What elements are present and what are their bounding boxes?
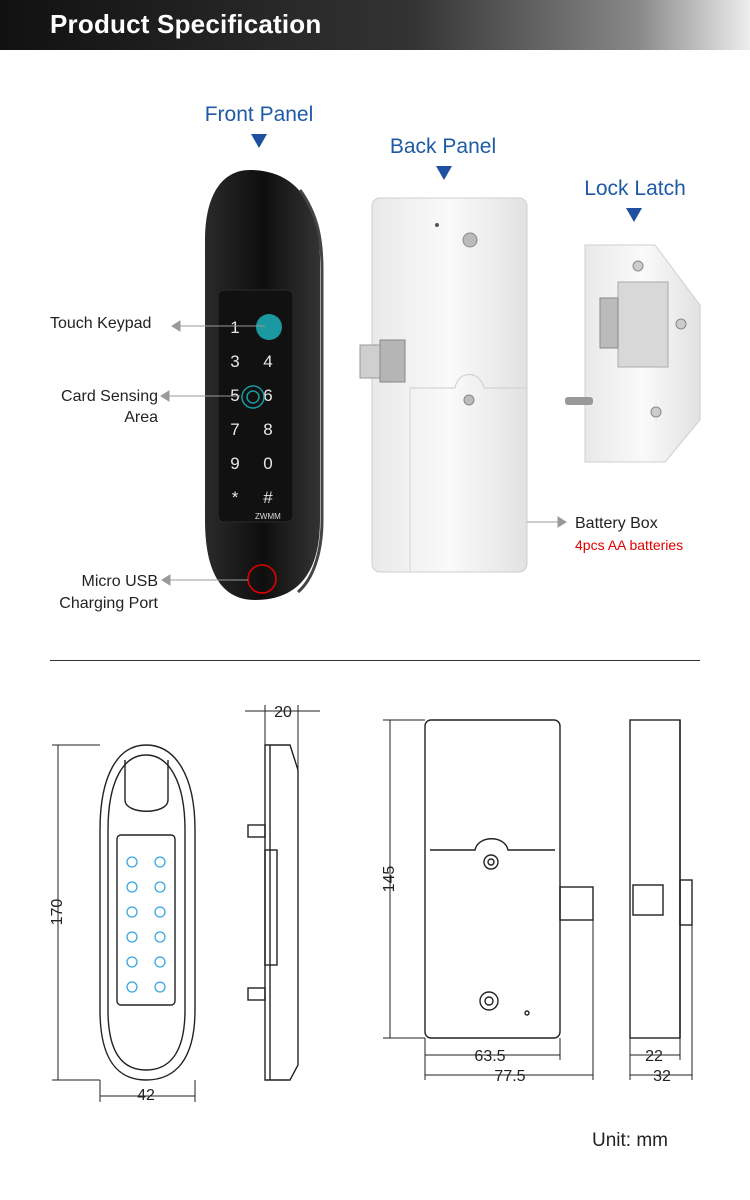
back-side-view-outline: [629, 719, 681, 1039]
keypad-dot: [154, 956, 166, 968]
page-title: Product Specification: [50, 9, 322, 39]
keypad-dot: [126, 956, 138, 968]
keypad-dot: [154, 931, 166, 943]
keypad-key-7: 7: [230, 420, 239, 439]
touch-keypad-callout: Touch Keypad: [50, 315, 152, 332]
keypad-key-12: #: [263, 488, 273, 507]
section-divider: [50, 660, 700, 661]
usb-port-highlight: [247, 564, 277, 594]
keypad-key-1: 1: [230, 318, 239, 337]
keypad-dot: [126, 981, 138, 993]
keypad-dot: [154, 906, 166, 918]
front-view-outline: [99, 744, 196, 1081]
back-panel-label: Back Panel: [389, 135, 497, 158]
battery-box-callout: Battery Box: [575, 515, 658, 532]
dim-back-width-outer: 77.5: [494, 1068, 525, 1085]
back-view-outline: [424, 719, 561, 1039]
dim-front-width: 42: [137, 1087, 155, 1104]
highlighted-key-circle: [256, 314, 282, 340]
back-panel-arrow-icon: [436, 166, 452, 180]
keypad-key-3: 3: [230, 352, 239, 371]
lock-latch-label: Lock Latch: [584, 177, 686, 200]
dim-back-side-outer: 32: [653, 1068, 671, 1085]
keypad-dot: [154, 856, 166, 868]
lock-latch-arrow-icon: [626, 208, 642, 222]
product-illustrations: 1234567890*# ZWMM: [160, 170, 701, 600]
keypad-dot: [154, 981, 166, 993]
dim-front-height: 170: [49, 899, 66, 926]
keypad-dot: [126, 906, 138, 918]
micro-usb-callout: Micro USB Charging Port: [59, 573, 158, 612]
dim-back-side-inner: 22: [645, 1048, 663, 1065]
keypad-key-9: 9: [230, 454, 239, 473]
header-bar: Product Specification: [0, 0, 750, 50]
unit-label: Unit: mm: [592, 1130, 668, 1151]
keypad-key-4: 4: [263, 352, 272, 371]
keypad-dot: [154, 881, 166, 893]
battery-note: 4pcs AA batteries: [575, 537, 684, 553]
dim-back-height: 145: [381, 866, 398, 893]
dim-back-width-inner: 63.5: [474, 1048, 505, 1065]
front-panel-image: [205, 170, 324, 600]
keypad-dot: [126, 931, 138, 943]
dim-side-depth: 20: [274, 704, 292, 721]
keypad-dot: [126, 881, 138, 893]
card-sensing-callout: Card Sensing Area: [61, 388, 158, 426]
keypad-key-6: 6: [263, 386, 272, 405]
keypad-dot: [126, 856, 138, 868]
keypad-key-10: 0: [263, 454, 272, 473]
keypad-key-8: 8: [263, 420, 272, 439]
lock-latch-image: [565, 244, 701, 463]
keypad-key-11: *: [232, 488, 239, 507]
front-panel-label: Front Panel: [204, 103, 314, 126]
keypad-brand: ZWMM: [255, 512, 281, 521]
side-view-outline: [264, 744, 299, 1081]
front-panel-arrow-icon: [251, 134, 267, 148]
keypad-dots: [126, 856, 166, 993]
card-sensor-icon: [241, 385, 265, 409]
back-panel-image: [359, 197, 528, 573]
